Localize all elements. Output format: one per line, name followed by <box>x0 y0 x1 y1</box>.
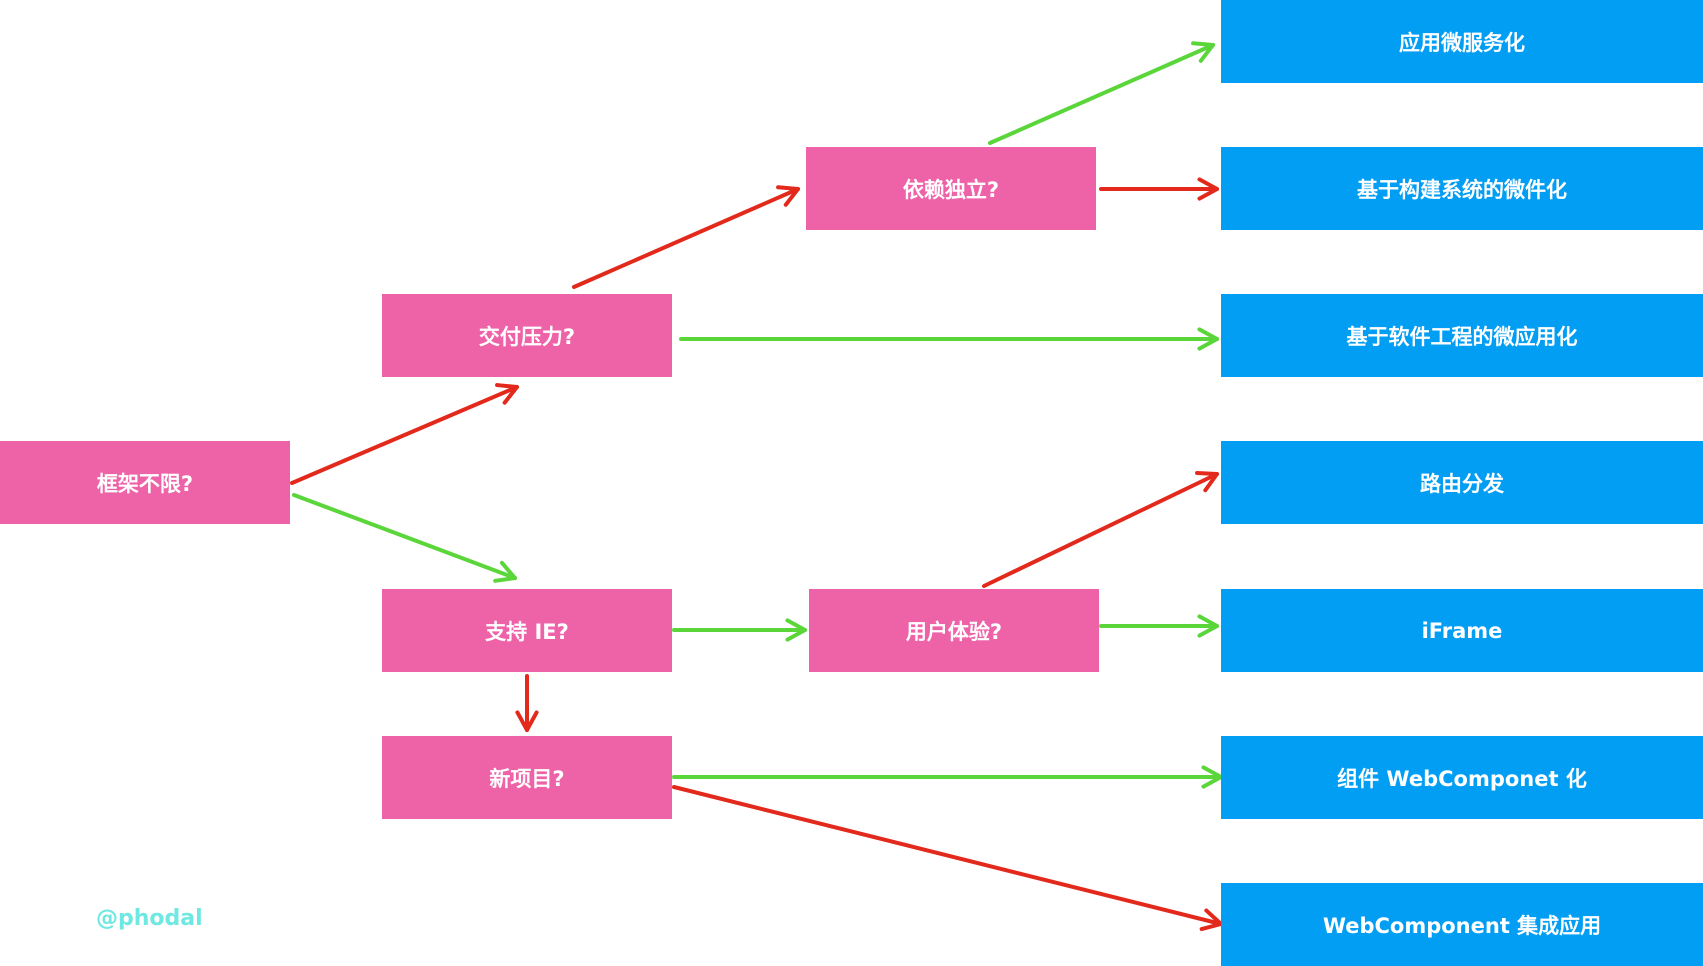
node-framework-unrestricted-label: 框架不限? <box>96 471 194 496</box>
result-software-engineering-microapps: 基于软件工程的微应用化 <box>1221 294 1703 377</box>
author-watermark: @phodal <box>96 906 203 931</box>
result-app-microservice-label: 应用微服务化 <box>1399 30 1525 55</box>
node-user-experience-label: 用户体验? <box>905 619 1003 644</box>
result-software-engineering-microapps-label: 基于软件工程的微应用化 <box>1346 324 1578 349</box>
arrow-delivery-to-deps <box>572 185 800 289</box>
arrow-ux-to-route <box>982 470 1219 588</box>
result-route-dispatch-label: 路由分发 <box>1420 471 1504 496</box>
result-iframe-label: iFrame <box>1421 618 1503 643</box>
arrow-delivery-to-software-eng <box>679 327 1219 351</box>
result-webcomponent-components: 组件 WebComponet 化 <box>1221 736 1703 819</box>
node-support-ie-label: 支持 IE? <box>485 619 569 644</box>
result-webcomponent-integration: WebComponent 集成应用 <box>1221 883 1703 966</box>
result-build-system-widgets: 基于构建系统的微件化 <box>1221 147 1703 230</box>
node-dependency-independent: 依赖独立? <box>806 147 1096 230</box>
arrow-framework-to-ie <box>292 493 517 583</box>
result-app-microservice: 应用微服务化 <box>1221 0 1703 83</box>
node-dependency-independent-label: 依赖独立? <box>902 177 1000 202</box>
arrow-deps-to-microservice <box>988 41 1215 145</box>
arrow-new-project-to-component <box>672 765 1223 789</box>
node-framework-unrestricted: 框架不限? <box>0 441 290 524</box>
result-webcomponent-integration-label: WebComponent 集成应用 <box>1322 913 1602 938</box>
arrow-ie-to-ux <box>672 618 807 642</box>
node-user-experience: 用户体验? <box>809 589 1099 672</box>
node-support-ie: 支持 IE? <box>382 589 672 672</box>
arrow-ux-to-iframe <box>1099 614 1219 638</box>
arrow-ie-to-new-project <box>515 674 539 732</box>
arrow-framework-to-delivery <box>290 383 519 485</box>
result-webcomponent-components-label: 组件 WebComponet 化 <box>1337 766 1587 791</box>
node-delivery-pressure: 交付压力? <box>382 294 672 377</box>
result-iframe: iFrame <box>1221 589 1703 672</box>
result-route-dispatch: 路由分发 <box>1221 441 1703 524</box>
node-delivery-pressure-label: 交付压力? <box>478 324 576 349</box>
arrow-new-project-to-wc-integration <box>672 785 1223 932</box>
node-new-project-label: 新项目? <box>489 766 565 791</box>
result-build-system-widgets-label: 基于构建系统的微件化 <box>1357 177 1567 202</box>
node-new-project: 新项目? <box>382 736 672 819</box>
arrow-deps-to-build-system <box>1099 177 1219 201</box>
